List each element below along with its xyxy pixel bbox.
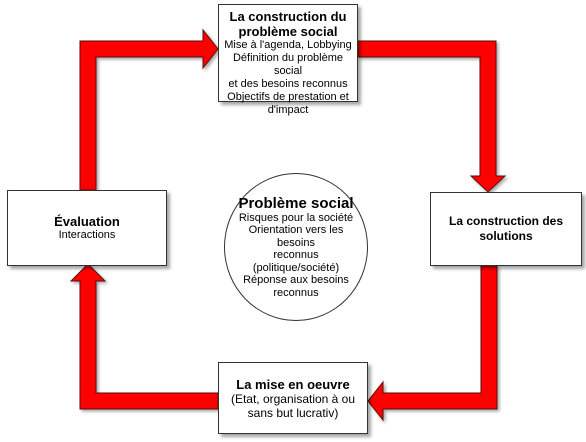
problem-construction-line: Mise à l'agenda, Lobbying	[224, 39, 352, 51]
problem-construction-line: Définition du problème social	[232, 52, 344, 77]
center-social-problem: Problème social Risques pour la société …	[224, 173, 368, 321]
center-line: reconnus	[273, 286, 319, 299]
center-line: Risques pour la société	[238, 211, 354, 224]
center-line: reconnus (politique/société)	[252, 249, 340, 274]
box-problem-construction: La construction du problème social Mise …	[218, 4, 358, 116]
problem-construction-line: et des besoins reconnus	[228, 78, 348, 90]
center-line: Orientation vers les besoins	[248, 224, 344, 249]
problem-construction-line: Objectifs de prestation et	[227, 91, 349, 103]
box-evaluation: Évaluation Interactions	[7, 190, 167, 266]
problem-construction-title: La construction du problème social	[229, 9, 347, 39]
center-line: Réponse aux besoins	[243, 274, 349, 287]
center-title: Problème social	[238, 194, 354, 212]
problem-construction-line: d'impact	[267, 104, 309, 116]
arrow-right-to-bottom	[367, 265, 498, 422]
box-solutions-construction: La construction des solutions	[430, 192, 582, 266]
box-implementation: La mise en oeuvre (Etat, organisation à …	[218, 362, 368, 434]
evaluation-title: Évaluation	[54, 214, 120, 229]
arrow-left-to-top	[79, 28, 219, 191]
solutions-construction-title: La construction des solutions	[448, 214, 564, 243]
arrow-top-to-right	[357, 40, 507, 193]
implementation-title: La mise en oeuvre	[236, 376, 350, 392]
arrow-bottom-to-left	[69, 263, 219, 410]
implementation-line: (Etat, organisation à ou	[230, 391, 356, 406]
implementation-line: sans but lucrativ)	[247, 405, 339, 420]
evaluation-line: Interactions	[58, 229, 116, 241]
